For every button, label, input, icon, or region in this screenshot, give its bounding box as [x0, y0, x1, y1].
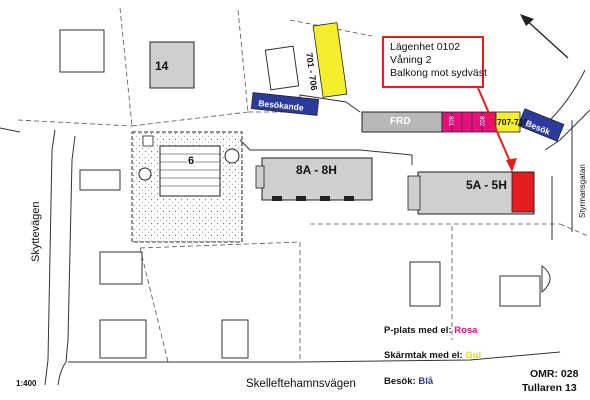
pink-802-label: 802 [478, 116, 484, 127]
tree-left [138, 167, 152, 181]
scale-label: 1:400 [16, 379, 37, 388]
building-6 [159, 145, 221, 197]
visitor-parking-besok [517, 108, 565, 142]
building-14-label: 14 [155, 59, 169, 73]
frd-label: FRD [390, 116, 411, 127]
building-8-balconies [272, 196, 354, 201]
pink-801-label: 801 [447, 116, 453, 127]
building-5-side [407, 175, 421, 211]
building-14 [149, 41, 195, 89]
property-name-label: Tullaren 13 [522, 382, 577, 394]
apartment-info-box: Lägenhet 0102 Våning 2 Balkong mot sydvä… [382, 36, 487, 88]
building-8a-8h [261, 157, 373, 201]
parking-707-710-label: 707-710 [497, 117, 529, 127]
legend-visitor-color: Blå [418, 376, 434, 387]
info-balcony: Balkong mot sydväst [390, 67, 487, 79]
building-8-side [255, 165, 265, 189]
street-skelleftehamnsvagen: Skelleftehamnsvägen [246, 378, 356, 390]
legend-ev-parking-color: Rosa [454, 325, 478, 336]
apartment-0102-highlight [511, 171, 535, 213]
legend-roof-parking: Skärmtak med el: Gul [384, 350, 481, 361]
legend-roof-parking-color: Gul [465, 350, 482, 361]
pointer-line [477, 87, 513, 167]
north-arrow-icon [520, 14, 569, 59]
legend-ev-parking: P-plats med el: Rosa [384, 325, 477, 336]
pointer-arrowhead [506, 158, 517, 172]
building-5a-label: 5A - 5H [466, 178, 507, 192]
playground-box [142, 135, 154, 147]
building-6-hatch [160, 153, 220, 187]
legend-visitor: Besök: Blå [384, 376, 433, 387]
info-floor: Våning 2 [390, 54, 432, 66]
tree-right [224, 148, 240, 164]
info-apartment: Lägenhet 0102 [390, 41, 461, 53]
roof-parking-yellow-701 [312, 22, 348, 98]
pink-dividers [451, 112, 483, 132]
legend-visitor-label: Besök: [384, 376, 419, 387]
street-styrmansgatan: Styrmansgatan [578, 164, 587, 218]
visitor-parking-besokande [250, 92, 320, 116]
building-8a-label: 8A - 8H [296, 163, 337, 177]
legend-ev-parking-label: P-plats med el: [384, 325, 455, 336]
legend-roof-parking-label: Skärmtak med el: [384, 350, 466, 361]
building-6-label: 6 [187, 155, 196, 167]
omr-label: OMR: 028 [530, 368, 579, 380]
street-skyttevagen: Skyttevägen [30, 201, 42, 262]
